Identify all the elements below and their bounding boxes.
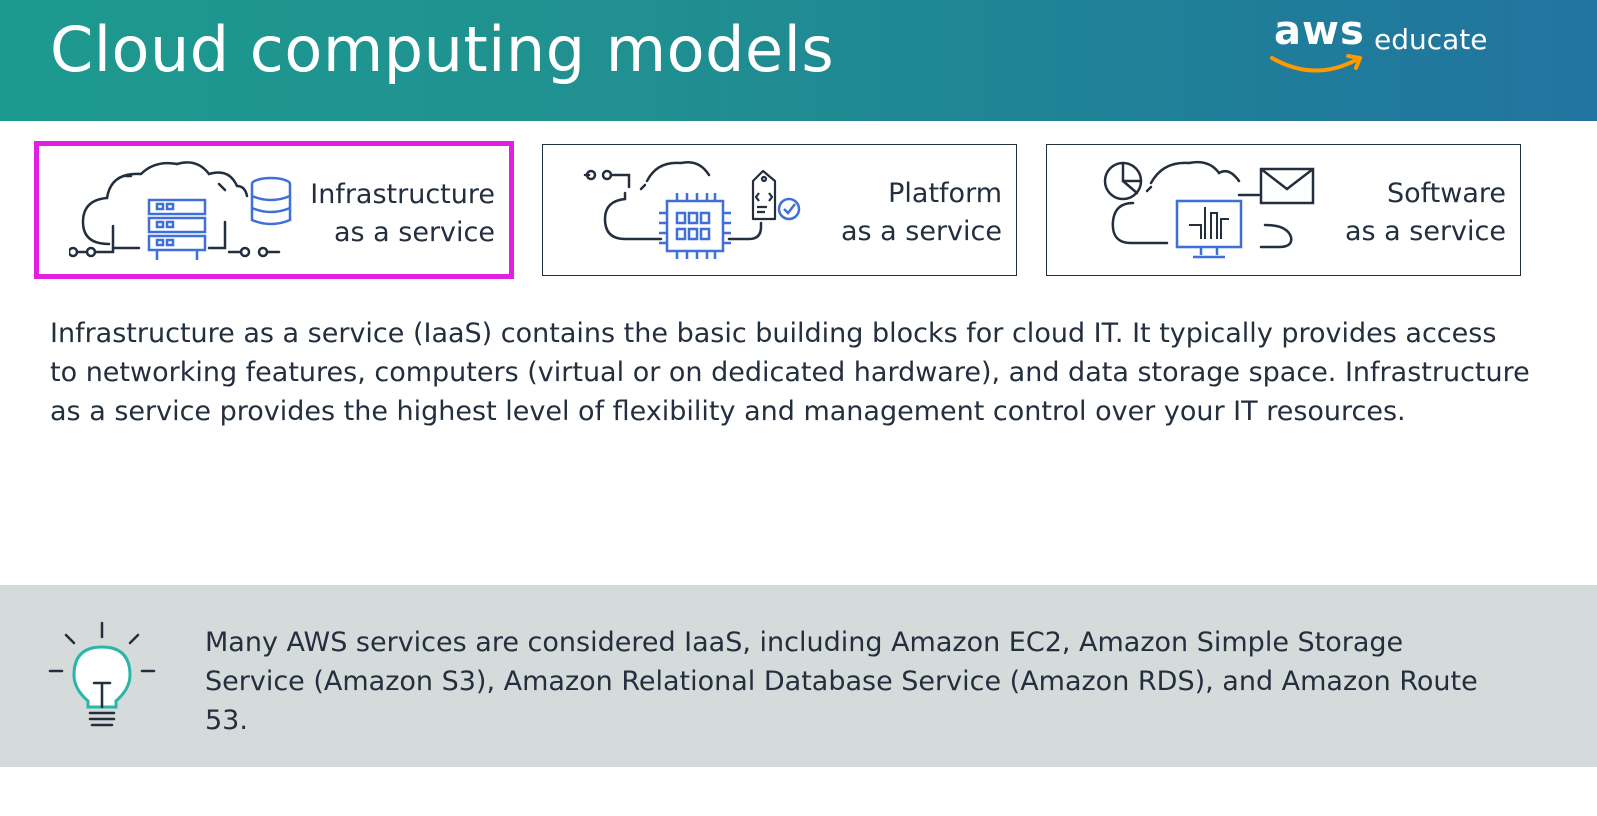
logo-brand: aws [1274, 8, 1365, 54]
iaas-description: Infrastructure as a service (IaaS) conta… [50, 318, 1530, 427]
card-iaas-line2: as a service [333, 217, 495, 248]
cloud-server-database-icon [69, 161, 292, 260]
aws-educate-logo: aws educate [1270, 8, 1490, 84]
card-iaas[interactable]: Infrastructure as a service [34, 141, 514, 279]
header-banner: Cloud computing models aws educate [0, 0, 1597, 121]
lightbulb-icon [48, 621, 156, 727]
logo-smile-icon [1270, 54, 1362, 73]
cloud-monitor-email-icon [1103, 160, 1315, 259]
card-paas-line2: as a service [840, 216, 1002, 247]
page-title: Cloud computing models [50, 13, 835, 86]
card-saas-line2: as a service [1344, 216, 1506, 247]
card-iaas-label: Infrastructure as a service [310, 176, 495, 252]
logo-suffix: educate [1374, 23, 1488, 56]
tip-text: Many AWS services are considered IaaS, i… [205, 627, 1478, 736]
card-saas-line1: Software [1386, 178, 1506, 209]
card-paas-line1: Platform [888, 178, 1002, 209]
card-iaas-line1: Infrastructure [310, 179, 495, 210]
card-paas[interactable]: Platform as a service [542, 144, 1017, 276]
card-saas-label: Software as a service [1345, 175, 1506, 251]
card-paas-label: Platform as a service [841, 175, 1002, 251]
card-saas[interactable]: Software as a service [1046, 144, 1521, 276]
cloud-chip-code-icon [583, 161, 801, 259]
tip-callout: Many AWS services are considered IaaS, i… [0, 585, 1597, 767]
